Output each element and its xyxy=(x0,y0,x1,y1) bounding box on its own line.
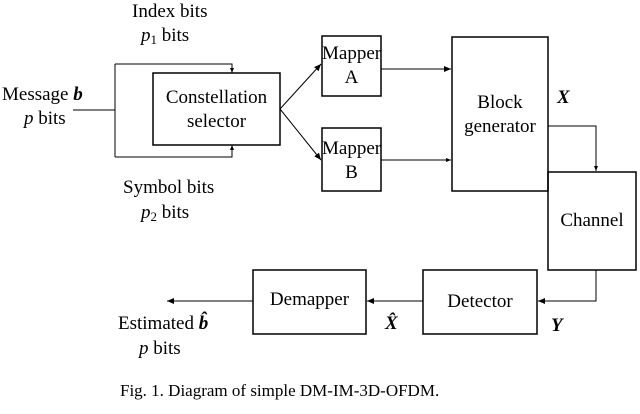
index-bits-count: p1 bits xyxy=(141,25,190,47)
block-generator-box xyxy=(451,36,549,192)
mapper-b-label: Mapper B xyxy=(322,137,381,185)
mapper-b-line1: Mapper xyxy=(322,138,382,159)
demapper-label: Demapper xyxy=(269,289,350,310)
message-bits-label: p bits xyxy=(24,108,66,129)
detector-label: Detector xyxy=(447,291,513,312)
arrow-channel-to-detector xyxy=(538,270,597,304)
symbol-bits-title: Symbol bits xyxy=(123,177,215,198)
channel-box xyxy=(547,171,637,271)
estimated-bits-label: p bits xyxy=(139,338,181,359)
demapper-box xyxy=(252,269,367,335)
arrow-to-mapper-b xyxy=(279,108,322,161)
constellation-selector-label: Constellation selector xyxy=(153,86,280,134)
index-bits-title: Index bits xyxy=(132,1,208,22)
channel-label: Channel xyxy=(560,210,624,231)
arrow-to-mapper-a xyxy=(279,63,322,110)
mapper-a-line1: Mapper xyxy=(322,43,382,64)
y-signal-label: Y xyxy=(551,315,563,336)
mapper-b-line2: B xyxy=(345,162,358,183)
symbol-bits-count: p2 bits xyxy=(141,202,190,224)
figure-caption: Fig. 1. Diagram of simple DM-IM-3D-OFDM. xyxy=(120,381,440,400)
detector-box xyxy=(422,269,538,335)
message-label: Message b xyxy=(2,84,83,105)
estimated-label: Estimated b̂ xyxy=(118,313,209,334)
x-hat-signal-label: X̂ xyxy=(385,313,398,334)
symbol-bits-line xyxy=(115,145,234,158)
block-generator-label: Block generator xyxy=(452,91,548,139)
arrow-block-to-channel xyxy=(548,125,598,171)
mapper-a-box xyxy=(321,35,382,97)
block-gen-line2: generator xyxy=(464,116,536,137)
mapper-a-label: Mapper A xyxy=(322,42,381,90)
index-bits-line xyxy=(115,63,234,73)
constellation-line2: selector xyxy=(186,111,247,132)
mapper-a-line2: A xyxy=(344,67,359,88)
block-gen-line1: Block xyxy=(477,92,523,113)
constellation-line1: Constellation xyxy=(165,87,268,108)
x-signal-label: X xyxy=(557,87,570,108)
